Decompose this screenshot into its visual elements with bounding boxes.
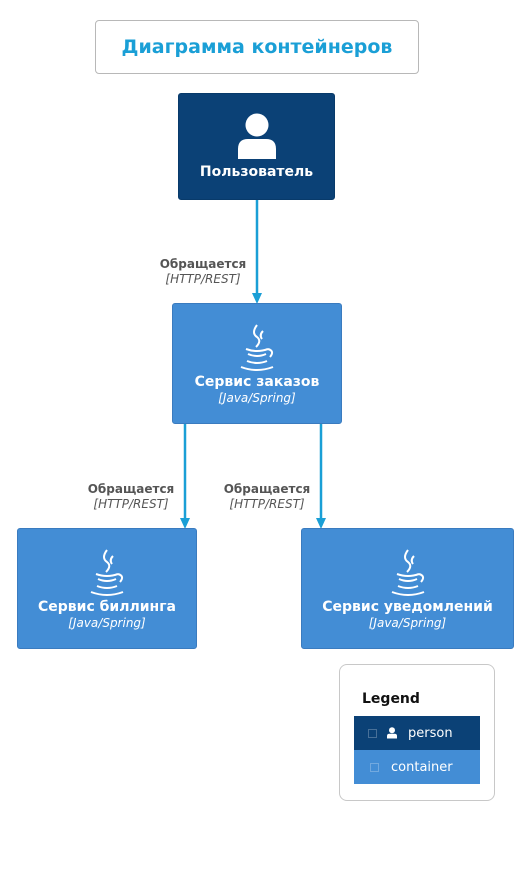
diagram-title: Диаграмма контейнеров: [95, 20, 419, 74]
node-billing[interactable]: Сервис биллинга [Java/Spring]: [17, 528, 197, 649]
legend-title: Legend: [362, 691, 420, 707]
node-orders[interactable]: Сервис заказов [Java/Spring]: [172, 303, 342, 424]
java-icon: [90, 549, 124, 596]
person-icon: [237, 113, 276, 159]
node-notifications-tech: [Java/Spring]: [368, 616, 447, 630]
legend-item-label: container: [391, 759, 453, 775]
edge-tech-text: [HTTP/REST]: [229, 497, 305, 511]
edge-tech-text: [HTTP/REST]: [165, 272, 241, 286]
arrowhead-orders-billing: [180, 518, 190, 529]
node-notifications-label: Сервис уведомлений: [322, 599, 493, 615]
edge-relation-text: Обращается: [223, 482, 311, 496]
node-billing-label: Сервис биллинга: [38, 599, 176, 615]
legend-item-container: container: [354, 750, 480, 784]
edge-relation-text: Обращается: [87, 482, 175, 496]
edge-relation-text: Обращается: [159, 257, 247, 271]
edge-label-orders-notifications: Обращается [HTTP/REST]: [222, 482, 312, 512]
legend: Legend person container: [339, 664, 495, 801]
legend-item-person: person: [354, 716, 480, 750]
node-user-label: Пользователь: [199, 164, 314, 180]
edge-label-user-orders: Обращается [HTTP/REST]: [158, 257, 248, 287]
legend-item-label: person: [408, 725, 453, 741]
legend-swatch: [368, 728, 377, 738]
legend-swatch: [370, 762, 379, 772]
node-billing-tech: [Java/Spring]: [68, 616, 146, 630]
node-orders-tech: [Java/Spring]: [218, 391, 296, 405]
java-icon: [240, 324, 274, 371]
arrowhead-orders-notifications: [316, 518, 326, 529]
edge-label-orders-billing: Обращается [HTTP/REST]: [86, 482, 176, 512]
java-icon: [391, 549, 424, 596]
node-user[interactable]: Пользователь: [178, 93, 335, 200]
arrowhead-user-orders: [252, 293, 262, 304]
edge-tech-text: [HTTP/REST]: [93, 497, 169, 511]
node-orders-label: Сервис заказов: [194, 374, 320, 390]
person-icon: [387, 727, 397, 739]
node-notifications[interactable]: Сервис уведомлений [Java/Spring]: [301, 528, 514, 649]
